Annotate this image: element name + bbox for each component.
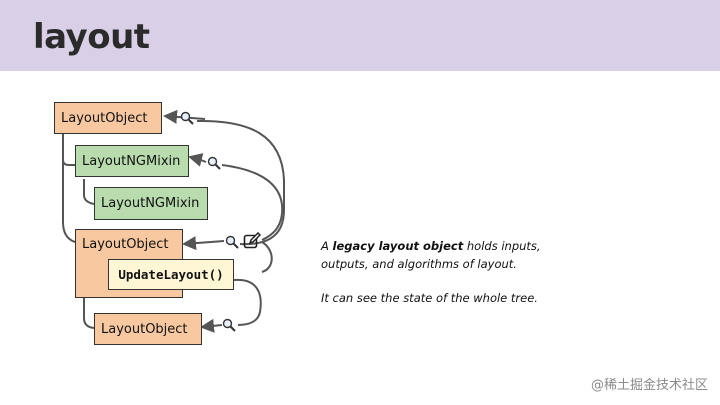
- node-label: LayoutObject: [61, 110, 148, 126]
- update-layout-method: UpdateLayout(): [108, 259, 234, 290]
- node-label: LayoutObject: [82, 237, 169, 252]
- method-label: UpdateLayout(): [118, 267, 224, 282]
- watermark: @稀土掘金技术社区: [590, 378, 708, 393]
- curve-inner-to-bottom: [233, 278, 262, 326]
- magnifier-icon: [222, 318, 236, 332]
- node-label: LayoutNGMixin: [101, 196, 200, 211]
- magnifier-icon: [225, 235, 239, 249]
- slide-title: layout: [33, 17, 150, 57]
- tree-line-root-to-middle: [62, 134, 76, 243]
- node-layout-object-root: LayoutObject: [54, 102, 162, 134]
- description-paragraph-1: A legacy layout object holds inputs, out…: [321, 237, 581, 273]
- edit-icon: [243, 232, 261, 249]
- arrow-to-bottom: [200, 318, 223, 333]
- node-layout-object-bottom: LayoutObject: [94, 313, 202, 345]
- curve-middle-right: [261, 241, 273, 273]
- curve-mixin1-lookup: [221, 164, 284, 241]
- node-layout-ng-mixin-2: LayoutNGMixin: [94, 187, 208, 220]
- node-layout-ng-mixin-1: LayoutNGMixin: [75, 145, 189, 177]
- description-text-post: holds inputs, outputs, and algorithms of…: [321, 239, 541, 271]
- node-label: LayoutObject: [101, 321, 188, 337]
- description-text-pre: A: [321, 239, 333, 253]
- magnifier-icon: [180, 111, 194, 125]
- magnifier-icon: [207, 156, 221, 170]
- tree-line-mixin1-to-mixin2: [83, 179, 95, 205]
- description-paragraph-2: It can see the state of the whole tree.: [321, 291, 538, 305]
- arrow-to-middle: [182, 236, 225, 251]
- description-emphasis: legacy layout object: [332, 239, 464, 253]
- tree-line-root-to-mixin1: [62, 134, 75, 166]
- arrow-to-mixin1: [188, 153, 207, 167]
- description-text: A legacy layout object holds inputs, out…: [321, 237, 581, 307]
- tree-line-middle-to-bottom: [83, 298, 95, 329]
- curve-root-lookup: [196, 119, 285, 246]
- node-label: LayoutNGMixin: [82, 153, 181, 169]
- slide-header: layout: [0, 0, 720, 71]
